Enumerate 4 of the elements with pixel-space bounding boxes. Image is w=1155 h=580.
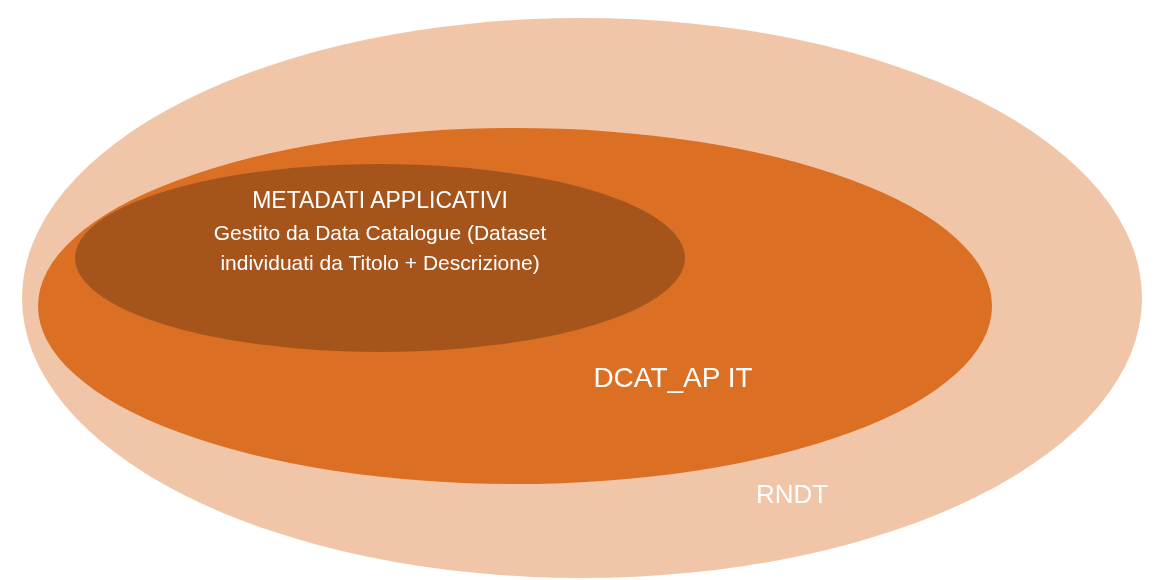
region-label: METADATI APPLICATIVI (251, 186, 509, 215)
region-label: RNDT (754, 478, 830, 511)
region-description: Gestito da Data Catalogue (Dataset individuati da Titolo + Descrizione) (212, 220, 548, 277)
region-label: DCAT_AP IT (592, 361, 754, 395)
